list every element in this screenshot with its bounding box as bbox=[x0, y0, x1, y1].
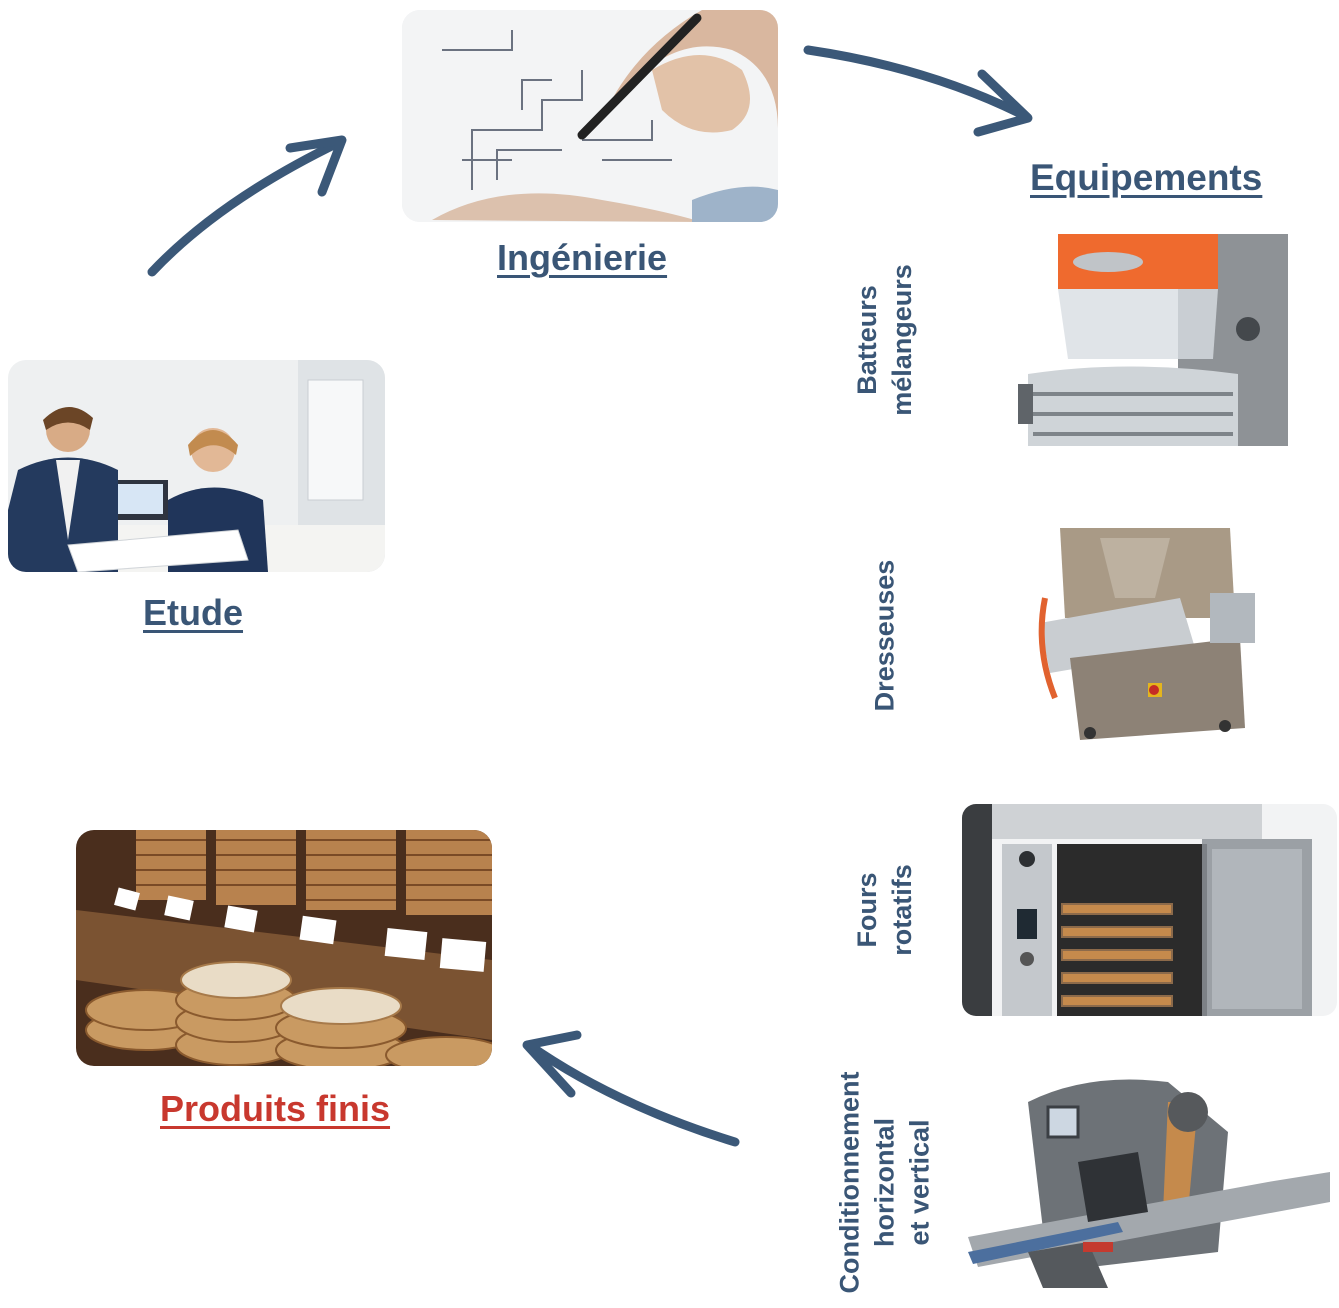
mixer-photo bbox=[1018, 234, 1288, 446]
equipment-label-line: Batteurs bbox=[852, 285, 882, 395]
equipment-label-line: Fours bbox=[852, 872, 882, 948]
equipment-label-line: mélangeurs bbox=[887, 264, 917, 416]
engineering-link[interactable]: Ingénierie bbox=[497, 237, 668, 278]
products-link[interactable]: Produits finis bbox=[160, 1088, 391, 1129]
study-link[interactable]: Etude bbox=[143, 592, 244, 633]
arrow-equipment-to-products bbox=[522, 1030, 740, 1147]
cookies-photo bbox=[76, 830, 492, 1066]
rotary-oven-photo bbox=[962, 804, 1337, 1016]
packaging-machine-photo bbox=[968, 1072, 1330, 1288]
depositor-photo bbox=[1030, 528, 1255, 740]
equipment-label-packaging: Conditionnement horizontal et vertical bbox=[833, 1058, 938, 1308]
equipment-label-line: Dresseuses bbox=[869, 559, 900, 712]
arrow-engineering-to-equipment bbox=[803, 45, 1033, 137]
equipment-label-line: Conditionnement bbox=[834, 1071, 865, 1294]
equipment-label-line: horizontal bbox=[869, 1118, 900, 1247]
meeting-photo bbox=[8, 360, 385, 572]
equipment-label-depositors: Dresseuses bbox=[868, 551, 903, 721]
equipment-label-line: et vertical bbox=[904, 1119, 935, 1246]
equipment-label-ovens: Fours rotatifs bbox=[850, 825, 920, 995]
equipment-label-mixers: Batteurs mélangeurs bbox=[850, 255, 920, 425]
drafting-photo bbox=[402, 10, 778, 222]
equipment-label-line: rotatifs bbox=[887, 864, 917, 956]
arrow-study-to-engineering bbox=[147, 135, 347, 277]
equipment-link[interactable]: Equipements bbox=[1030, 157, 1263, 198]
